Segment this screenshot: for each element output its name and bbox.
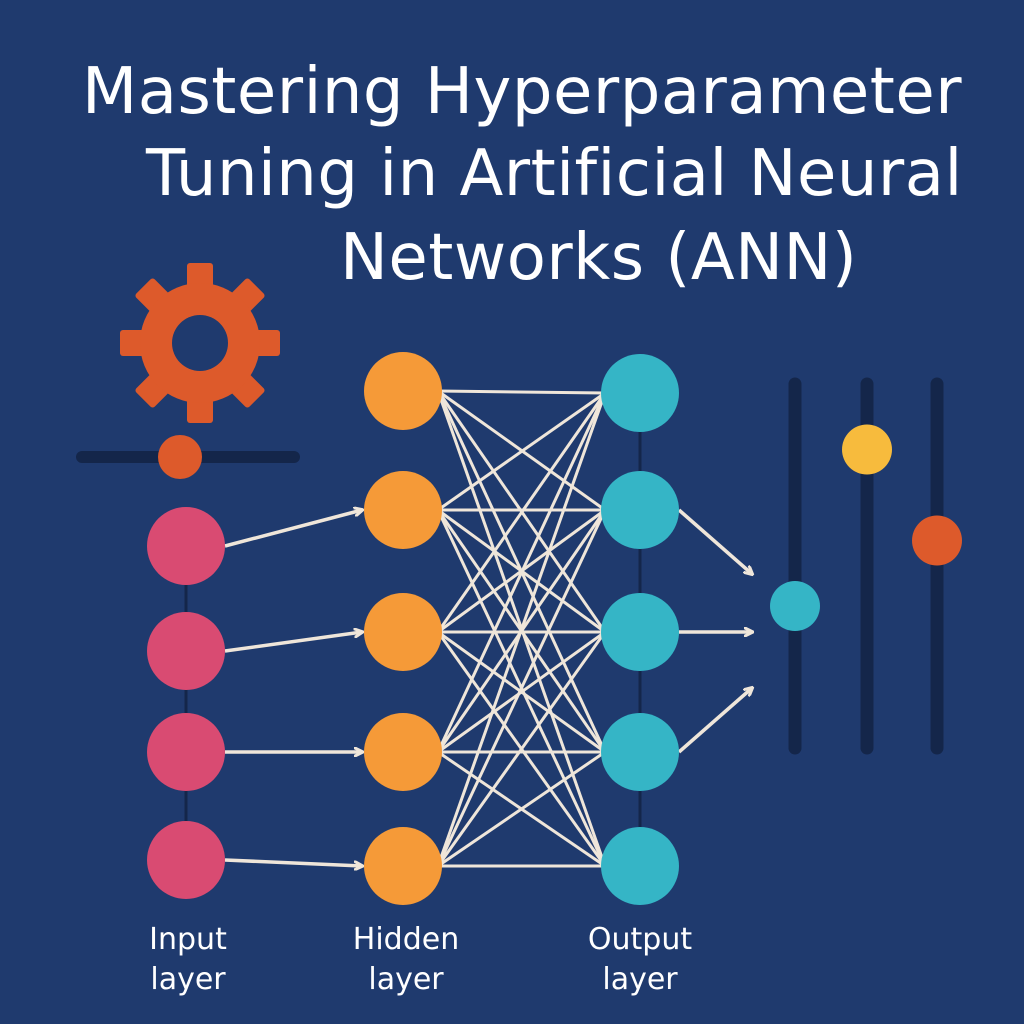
- title-line-2: Tuning in Artificial Neural: [146, 137, 963, 211]
- vertical-slider-knob[interactable]: [912, 515, 962, 566]
- slider-knob[interactable]: [158, 435, 202, 479]
- hidden-node: [364, 713, 442, 791]
- hidden-layer-label: Hidden layer: [316, 920, 496, 1000]
- edges: [224, 389, 752, 868]
- output-layer-label: Output layer: [550, 920, 730, 1000]
- hidden-output-edge: [437, 391, 606, 512]
- gear-icon: [120, 263, 280, 423]
- hidden-node: [364, 352, 442, 430]
- input-hidden-arrow: [224, 858, 362, 866]
- hidden-output-edge: [436, 509, 607, 867]
- nodes: [147, 352, 679, 905]
- input-node: [147, 612, 225, 690]
- input-node: [147, 713, 225, 791]
- hidden-label-line-2: layer: [368, 962, 444, 997]
- input-layer-label: Input layer: [98, 920, 278, 1000]
- output-node: [601, 827, 679, 905]
- vertical-slider-knob[interactable]: [770, 581, 820, 632]
- output-node: [601, 471, 679, 549]
- hidden-output-edge: [436, 392, 607, 633]
- hidden-output-edge: [436, 392, 607, 867]
- input-node: [147, 507, 225, 585]
- output-node: [601, 354, 679, 432]
- vertical-sliders[interactable]: [770, 377, 962, 755]
- hidden-label-line-1: Hidden: [352, 922, 460, 957]
- hidden-node: [364, 827, 442, 905]
- title-line-3: Networks (ANN): [340, 221, 858, 295]
- input-label-line-1: Input: [149, 922, 227, 957]
- input-node: [147, 821, 225, 899]
- hidden-output-edge: [437, 389, 606, 395]
- horizontal-slider[interactable]: [76, 435, 300, 479]
- hidden-output-edge: [436, 631, 607, 867]
- input-label-line-2: layer: [150, 962, 226, 997]
- output-label-line-2: layer: [602, 962, 678, 997]
- hidden-node: [364, 593, 442, 671]
- input-hidden-arrow: [224, 510, 362, 548]
- hidden-output-edge: [436, 392, 607, 753]
- output-label-line-1: Output: [587, 922, 693, 957]
- output-arrow: [677, 688, 752, 754]
- hidden-output-edge: [437, 630, 606, 754]
- output-node: [601, 593, 679, 671]
- vertical-slider-knob[interactable]: [842, 424, 892, 475]
- output-arrow: [677, 508, 752, 574]
- input-hidden-arrow: [224, 632, 362, 653]
- hidden-node: [364, 471, 442, 549]
- title-line-1: Mastering Hyperparameter: [82, 55, 963, 129]
- hidden-output-edge: [437, 750, 606, 868]
- output-node: [601, 713, 679, 791]
